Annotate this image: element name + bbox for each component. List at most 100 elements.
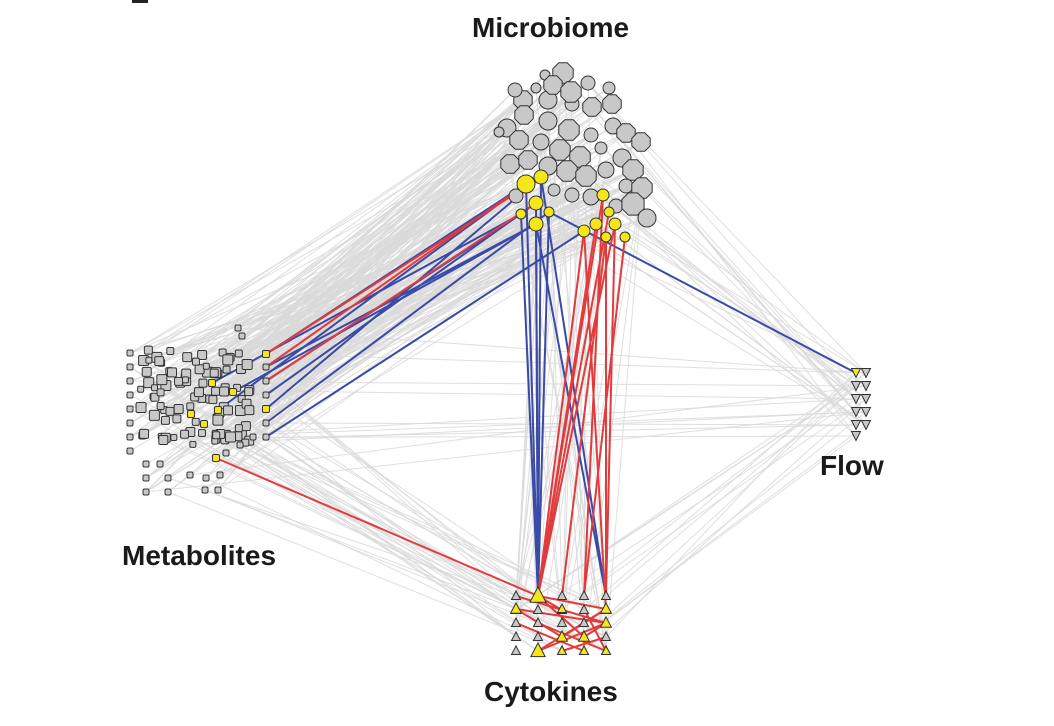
microbiome-node [582, 97, 602, 117]
positive-edge [561, 636, 607, 652]
metabolite-node [222, 449, 230, 457]
background-edge [605, 187, 643, 652]
cytokine-node [529, 641, 547, 658]
background-edge [515, 385, 857, 610]
negative-edge [265, 230, 585, 438]
metabolite-node [187, 410, 195, 418]
metabolite-node [216, 471, 224, 479]
background-edge [561, 187, 643, 638]
metabolite-node [165, 406, 175, 416]
metabolite-node [244, 405, 255, 416]
metabolite-node [126, 419, 134, 427]
background-edge [515, 223, 537, 611]
metabolite-node [197, 349, 208, 360]
metabolite-node [126, 433, 134, 441]
metabolite-node [208, 395, 218, 405]
metabolite-node [262, 377, 270, 385]
flow-label: Flow [820, 450, 884, 481]
microbiome-node [594, 141, 608, 155]
cytokine-node [556, 589, 568, 600]
metabolite-node [193, 387, 204, 398]
microbiome-node [530, 82, 542, 94]
background-edge [509, 163, 607, 652]
background-edge [583, 385, 857, 638]
background-edge [199, 368, 539, 597]
metabolite-node [126, 363, 134, 371]
background-edge [265, 422, 607, 624]
microbiome-node [508, 188, 524, 204]
metabolite-node [262, 350, 270, 358]
background-edge [583, 372, 857, 611]
background-edge [561, 372, 867, 610]
metabolite-node [126, 447, 134, 455]
cytokine-node [577, 629, 591, 642]
metabolite-node [262, 391, 270, 399]
flow-node [860, 420, 872, 431]
metabolite-node [174, 376, 184, 386]
metabolite-node [158, 434, 169, 445]
background-edge [570, 91, 585, 652]
positive-edge [583, 236, 626, 597]
cytokine-node [600, 589, 612, 600]
background-edge [167, 491, 563, 652]
metabolite-node [139, 428, 150, 439]
background-edge [547, 99, 563, 597]
metabolite-node [164, 474, 172, 482]
flow-node [860, 381, 872, 392]
background-edge [190, 194, 573, 407]
metabolite-node [126, 405, 134, 413]
positive-edge [537, 223, 616, 597]
metabolite-node [191, 357, 200, 366]
flow-node [850, 420, 862, 431]
microbiome-node [518, 150, 538, 170]
positive-edge [537, 211, 610, 597]
microbiome-node [533, 169, 549, 185]
microbiome-node [493, 126, 505, 138]
background-edge [224, 439, 563, 652]
metabolite-node [145, 356, 153, 364]
background-edge [225, 452, 607, 638]
metabolite-node [234, 324, 242, 332]
metabolite-node [241, 358, 253, 370]
microbiome-node [556, 160, 578, 182]
flow-node [860, 394, 872, 405]
positive-edge [537, 622, 607, 652]
background-edge [591, 106, 857, 400]
background-edge [605, 385, 857, 597]
metabolite-node [249, 433, 257, 441]
background-edge [165, 411, 867, 439]
microbiome-node [631, 132, 651, 152]
microbiome-node [622, 159, 644, 181]
background-edge [537, 236, 607, 652]
cytokine-node [532, 630, 544, 641]
negative-edge [265, 176, 542, 410]
microbiome-node [528, 195, 544, 211]
metabolite-node [137, 385, 145, 393]
positive-edge [583, 230, 607, 611]
metabolite-node [222, 354, 234, 366]
flow-node [850, 381, 862, 392]
positive-edge [265, 202, 537, 382]
negative-edge [217, 183, 527, 411]
metabolite-node [142, 460, 150, 468]
metabolite-node [126, 391, 134, 399]
metabolite-node [186, 471, 194, 479]
background-edge [219, 236, 607, 476]
metabolite-node [164, 488, 172, 496]
background-edge [515, 129, 570, 611]
background-edge [129, 236, 607, 382]
microbiome-label: Microbiome [472, 12, 630, 43]
background-edge [152, 396, 517, 597]
metabolite-node [214, 486, 222, 494]
background-edge [239, 185, 627, 446]
microbiome-node [608, 217, 622, 231]
cytokine-node [510, 644, 522, 655]
metabolite-node [209, 368, 219, 378]
positive-edge [265, 183, 527, 368]
microbiome-node [564, 187, 580, 203]
flow-node [860, 407, 872, 418]
metabolite-node [201, 486, 209, 494]
cytokine-node [600, 630, 612, 641]
cytokine-node [556, 644, 568, 655]
background-edge [161, 435, 607, 652]
